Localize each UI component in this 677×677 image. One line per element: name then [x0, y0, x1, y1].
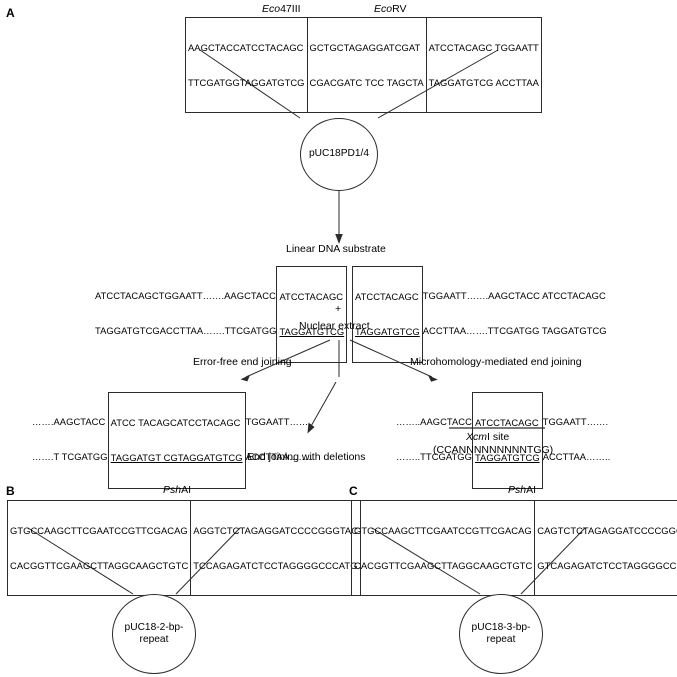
product-mmej: ……..AAGCTACC ……..TTCGATGG ATCCTACAGC TAG… [396, 392, 611, 490]
prefix-bottom-strand: TAGGATGTCGACCTTAA…….TTCGATGG [95, 325, 277, 337]
segment-top-strand: AAGCTACCATCCTACAGC [188, 41, 304, 53]
prefix-top-strand: ATCCTACAGCTGGAATT…….AAGCTACC [95, 289, 276, 301]
top-construct-box: AAGCTACCATCCTACAGC TTCGATGGTAGGATGTCG GC… [185, 17, 542, 114]
product-right-microhomology-box: ATCCTACAGC TAGGATGTCG [471, 392, 543, 490]
linear-substrate-left: ATCCTACAGCTGGAATT…….AAGCTACC TAGGATGTCGA… [95, 266, 348, 364]
enzyme-roman-part: I site [487, 431, 510, 443]
segment-bottom-strand: CGACGATC TCC TAGCTA [309, 76, 424, 88]
enzyme-italic-part: Psh [163, 484, 182, 496]
product-right-prefix: ……..AAGCTACC ……..TTCGATGG [396, 392, 472, 489]
xcmi-consensus-sequence: (CCANNNNNNNNNTGG) [433, 444, 554, 456]
left-fragment-rows: ATCCTACAGCTGGAATT…….AAGCTACC TAGGATGTCGA… [95, 266, 348, 364]
product-left-suffix: TGGAATT……. ACCTTAA…….. [246, 392, 314, 489]
plasmid-label: pUC18PD1/4 [308, 148, 370, 160]
segment-bottom-strand: TCCAGAGATCTCCTAGGGGCCCATG [193, 559, 358, 571]
xcmi-site-label: XcmI site [466, 431, 509, 443]
panel-c-label: C [349, 484, 358, 498]
box-top-strand: ATCCTACAGC [355, 290, 419, 302]
prefix-bottom-strand: ……..TTCGATGG [396, 451, 472, 463]
segment-top-strand: GTGCCAAGCTTCGAATCCGTTCGACAG [10, 524, 188, 536]
construct-segment-2: CAGTCTCTAGAGGATCCCCGGGTAC GTCAGAGATCTCCT… [534, 501, 677, 596]
enzyme-label-eco47iii: Eco47III [262, 3, 301, 15]
enzyme-label-pshai-b: PshAI [163, 484, 191, 496]
panel-a-label: A [6, 6, 15, 20]
plasmid-label-line1: pUC18-3-bp- [471, 621, 531, 633]
panel-b-construct-box: GTGCCAAGCTTCGAATCCGTTCGACAG CACGGTTCGAAG… [7, 500, 362, 597]
right-fragment-microhomology-box: ATCCTACAGC TAGGATGTCG [352, 266, 423, 364]
pathway-label-mmej: Microhomology-mediated end joining [410, 356, 582, 368]
left-fragment-prefix: ATCCTACAGCTGGAATT…….AAGCTACC TAGGATGTCGA… [95, 266, 276, 363]
panel-b-segments-row: GTGCCAAGCTTCGAATCCGTTCGACAG CACGGTTCGAAG… [8, 501, 360, 596]
suffix-top-strand: TGGAATT……. [542, 415, 609, 427]
product-left-rows: …….AAGCTACC …….T TCGATGG ATCC TACAGCATCC… [32, 392, 314, 490]
segment-bottom-strand: TTCGATGGTAGGATGTCG [188, 76, 305, 88]
pathway-label-deletions: End joining with deletions [247, 451, 366, 463]
plasmid-circle-puc18-2bp-repeat: pUC18-2-bp- repeat [112, 594, 196, 674]
segment-top-strand: GCTGCTAGAGGATCGAT [309, 41, 421, 53]
segment-top-strand: CAGTCTCTAGAGGATCCCCGGGTAC [537, 524, 677, 536]
box-top-strand: ATCCTACAGC [474, 416, 539, 428]
enzyme-label-pshai-c: PshAI [508, 484, 536, 496]
enzyme-roman-part: AI [181, 484, 192, 496]
plasmid-label-line2: repeat [139, 634, 169, 645]
plasmid-label-line1: pUC18-2-bp- [124, 621, 184, 633]
segment-top-strand: AGGTCTCTAGAGGATCCCCGGGTAC [193, 524, 359, 536]
nuclear-extract-label: Nuclear extract [299, 320, 370, 332]
plasmid-label-line2: repeat [486, 634, 516, 645]
construct-segment-1: GTGCCAAGCTTCGAATCCGTTCGACAG CACGGTTCGAAG… [8, 501, 190, 595]
enzyme-roman-part: RV [392, 3, 407, 15]
prefix-bottom-strand: …….T TCGATGG [32, 451, 108, 463]
segment-top-strand: GTGCCAAGCTTCGAATCCGTTCGACAG [354, 524, 532, 536]
panel-b-label: B [6, 484, 15, 498]
plasmid-circle-puc18pd14: pUC18PD1/4 [300, 118, 378, 191]
box-bottom-strand: TAGGATGTCG [279, 326, 345, 338]
right-fragment-suffix: TGGAATT…….AAGCTACC ATCCTACAGC ACCTTAA…….… [423, 266, 607, 363]
prefix-top-strand: ……..AAGCTACC [396, 415, 472, 427]
box-bottom-strand: TAGGATGT CGTAGGATGTCG [110, 452, 243, 464]
product-right-suffix: TGGAATT……. ACCTTAA…….. [543, 392, 611, 489]
panel-c-segments-row: GTGCCAAGCTTCGAATCCGTTCGACAG CACGGTTCGAAG… [352, 501, 677, 596]
segment-bottom-strand: GTCAGAGATCTCCTAGGGGCCCATG [537, 559, 677, 571]
linear-substrate-right: ATCCTACAGC TAGGATGTCG TGGAATT…….AAGCTACC… [352, 266, 607, 364]
suffix-bottom-strand: ACCTTAA…….. [245, 451, 314, 463]
plasmid-circle-puc18-3bp-repeat: pUC18-3-bp- repeat [459, 594, 543, 674]
segment-top-strand: ATCCTACAGC TGGAATT [428, 41, 539, 53]
enzyme-italic-part: Psh [508, 484, 527, 496]
enzyme-italic-part: Xcm [466, 431, 487, 443]
prefix-top-strand: …….AAGCTACC [32, 415, 106, 427]
box-bottom-strand: TAGGATGTCG [474, 452, 540, 464]
segment-bottom-strand: CACGGTTCGAAGCTTAGGCAAGCTGTC [10, 559, 189, 571]
enzyme-roman-part: 47III [280, 3, 301, 15]
construct-segment-2: GCTGCTAGAGGATCGAT CGACGATC TCC TAGCTA [306, 18, 426, 113]
box-bottom-strand: TAGGATGTCG [355, 326, 420, 338]
product-right-rows: ……..AAGCTACC ……..TTCGATGG ATCCTACAGC TAG… [396, 392, 611, 490]
pathway-label-error-free: Error-free end joining [193, 356, 292, 368]
panel-c-construct-box: GTGCCAAGCTTCGAATCCGTTCGACAG CACGGTTCGAAG… [351, 500, 677, 597]
suffix-bottom-strand: ACCTTAA…….. [542, 451, 611, 463]
segment-bottom-strand: CACGGTTCGAAGCTTAGGCAAGCTGTC [354, 559, 533, 571]
product-error-free: …….AAGCTACC …….T TCGATGG ATCC TACAGCATCC… [32, 392, 314, 490]
box-top-strand: ATCCTACAGC [279, 290, 344, 302]
suffix-bottom-strand: ACCTTAA…….TTCGATGG TAGGATGTCG [422, 325, 607, 337]
product-left-junction-box: ATCC TACAGCATCCTACAGC TAGGATGT CGTAGGATG… [107, 392, 246, 490]
construct-segment-3: ATCCTACAGC TGGAATT TAGGATGTCG ACCTTAA [425, 18, 541, 113]
enzyme-roman-part: AI [526, 484, 537, 496]
construct-segment-2: AGGTCTCTAGAGGATCCCCGGGTAC TCCAGAGATCTCCT… [190, 501, 360, 596]
construct-segment-1: AAGCTACCATCCTACAGC TTCGATGGTAGGATGTCG [186, 18, 307, 112]
plus-sign: + [335, 303, 342, 315]
product-left-prefix: …….AAGCTACC …….T TCGATGG [32, 392, 108, 489]
right-fragment-rows: ATCCTACAGC TAGGATGTCG TGGAATT…….AAGCTACC… [352, 266, 607, 364]
left-fragment-microhomology-box: ATCCTACAGC TAGGATGTCG [276, 266, 348, 364]
enzyme-italic-part: Eco [374, 3, 393, 15]
enzyme-italic-part: Eco [262, 3, 281, 15]
suffix-top-strand: TGGAATT…….AAGCTACC ATCCTACAGC [422, 289, 606, 301]
segment-bottom-strand: TAGGATGTCG ACCTTAA [428, 76, 539, 88]
suffix-top-strand: TGGAATT……. [245, 415, 311, 427]
box-top-strand: ATCC TACAGCATCCTACAGC [110, 416, 241, 428]
linear-dna-substrate-label: Linear DNA substrate [286, 243, 386, 255]
construct-segments-row: AAGCTACCATCCTACAGC TTCGATGGTAGGATGTCG GC… [186, 18, 541, 113]
construct-segment-1: GTGCCAAGCTTCGAATCCGTTCGACAG CACGGTTCGAAG… [352, 501, 534, 595]
enzyme-label-ecorv: EcoRV [374, 3, 407, 15]
